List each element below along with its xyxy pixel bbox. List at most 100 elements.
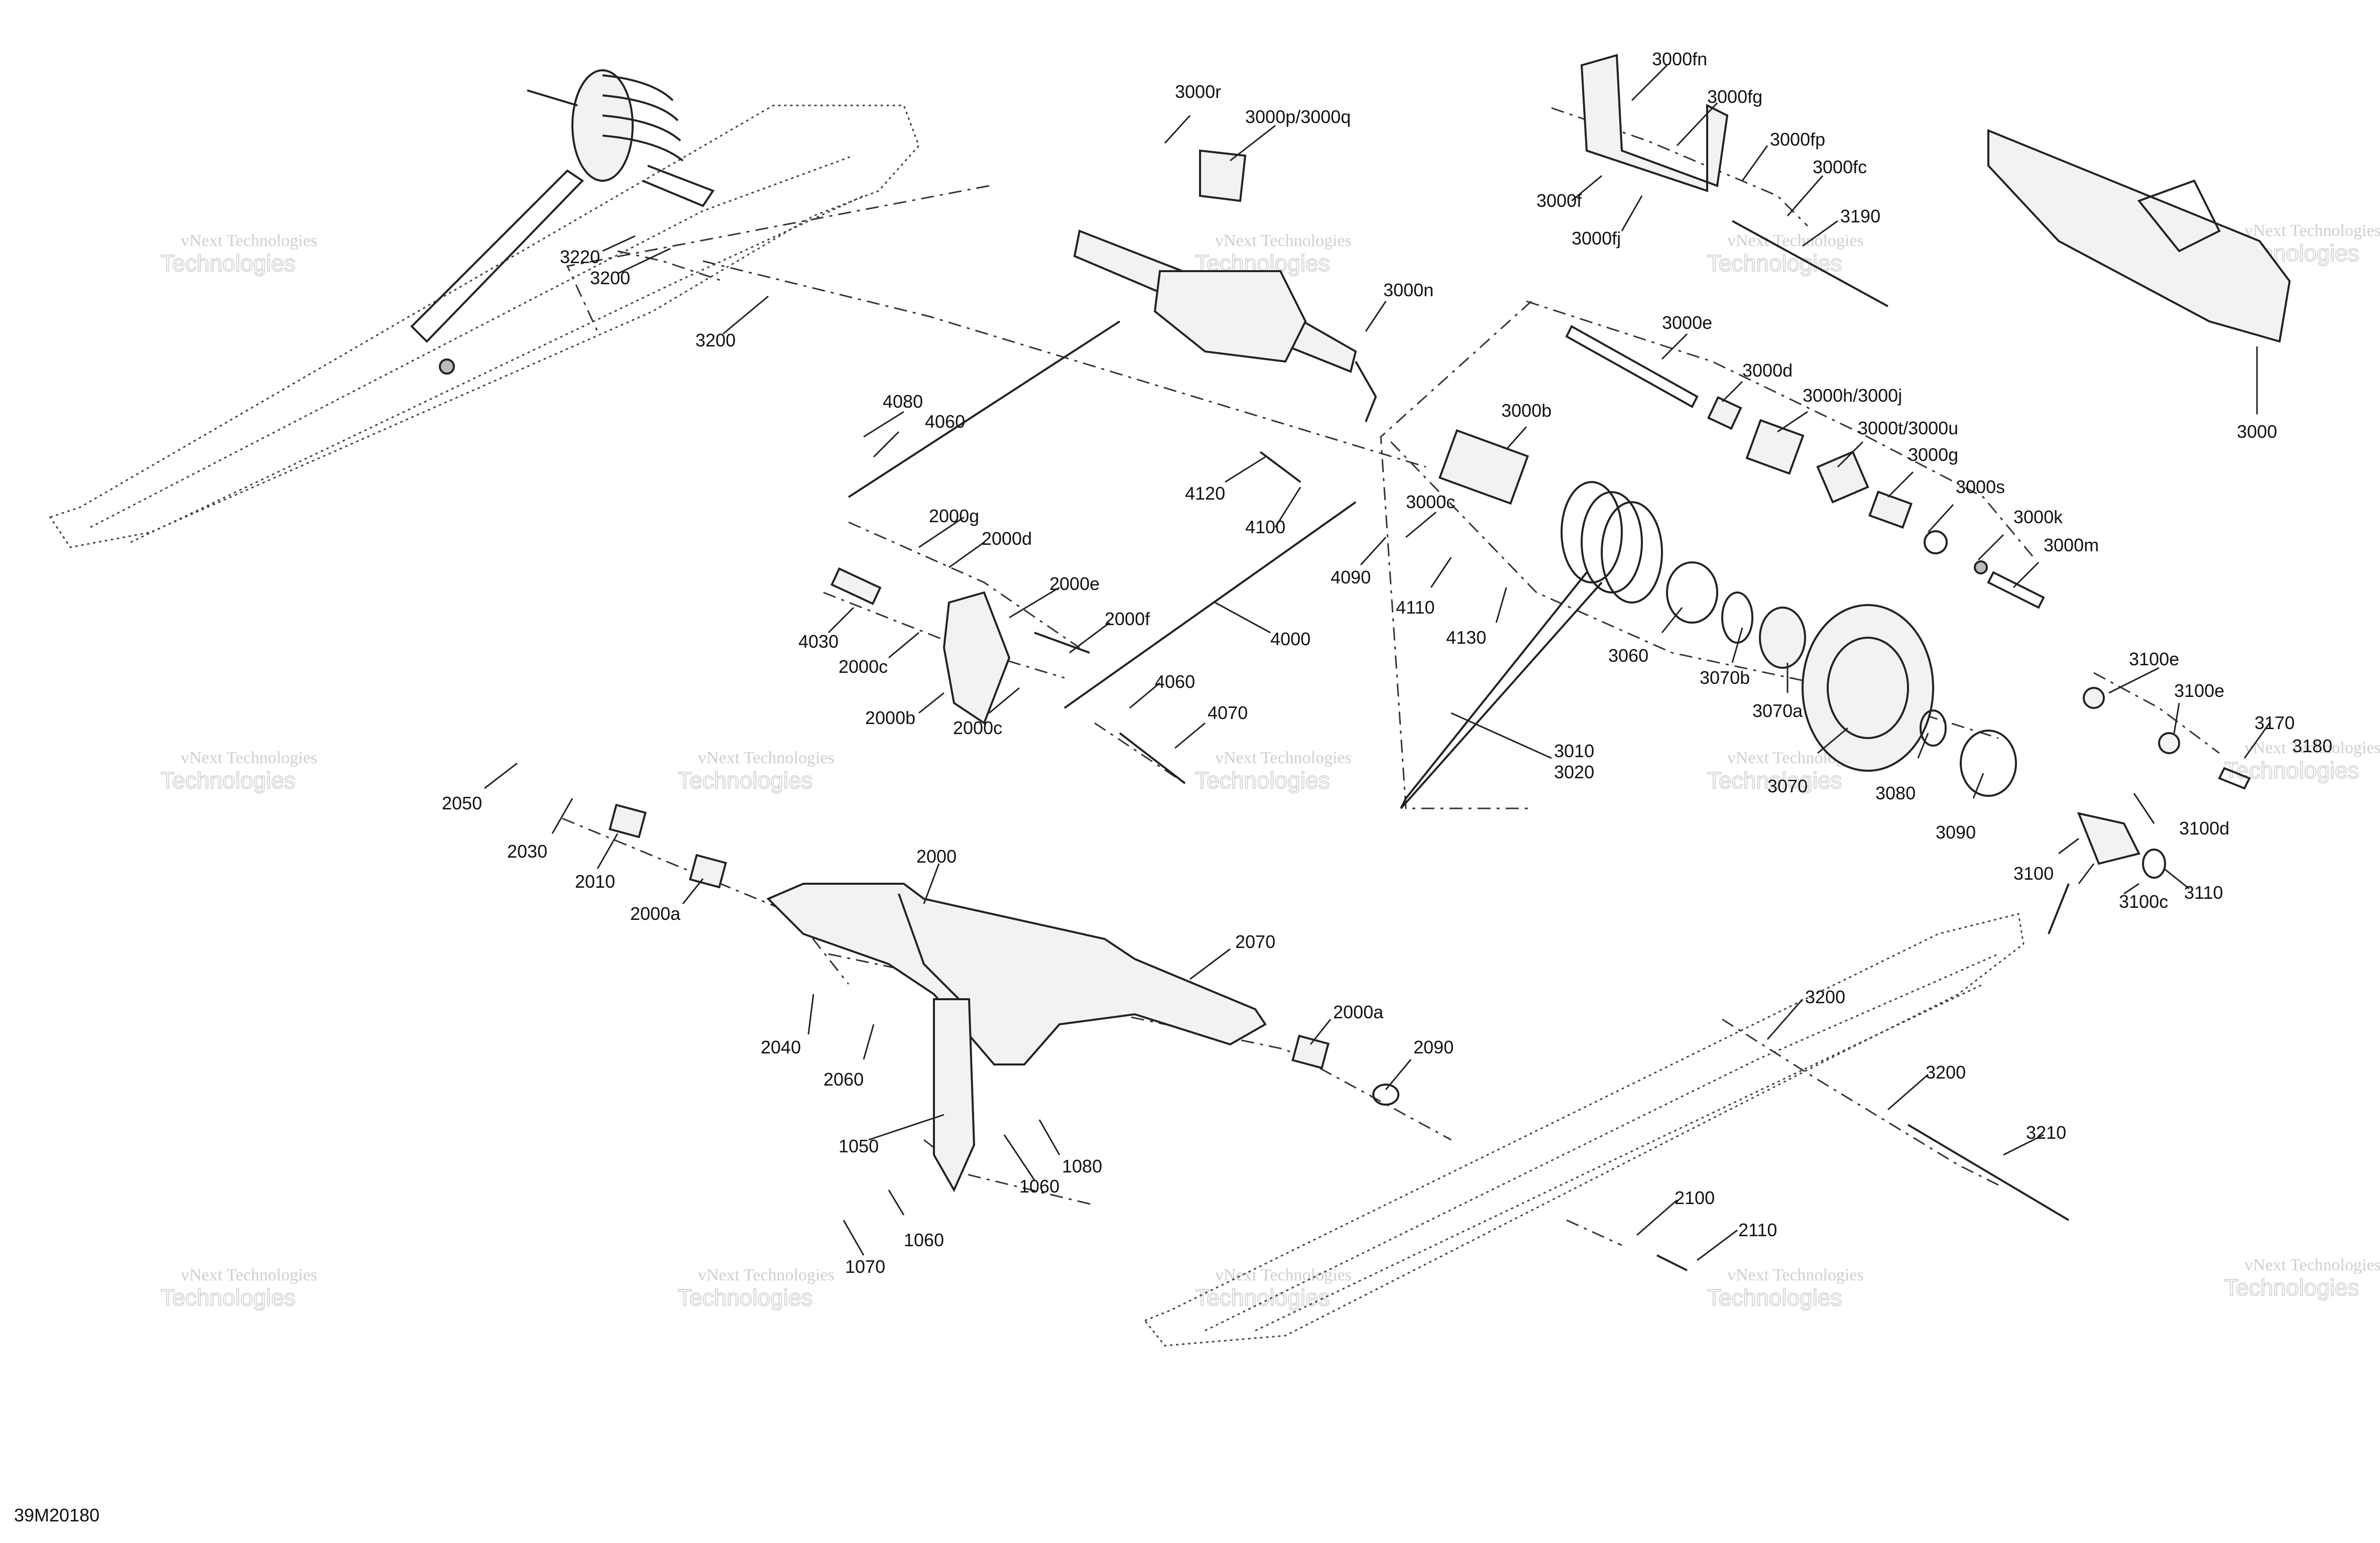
- watermark-text: vNext Technologies: [698, 749, 835, 767]
- watermark-text: vNext Technologies: [1215, 749, 1352, 767]
- watermark-text: vNext Technologies: [698, 1266, 835, 1284]
- callout-label: 3110: [2184, 882, 2223, 903]
- axis-line: [702, 260, 1426, 468]
- arm-2000b: [942, 591, 1011, 725]
- callout-label: 4060: [1155, 671, 1195, 692]
- leader-lines: [484, 64, 2271, 1261]
- watermark-text: vNext Technologies: [2244, 221, 2380, 240]
- axis-line: [562, 817, 850, 985]
- axis-line: [1566, 1219, 1622, 1246]
- callout-label: 2050: [442, 793, 482, 813]
- rod-3190: [1732, 220, 1888, 307]
- watermark-text: Technologies: [1707, 767, 1842, 793]
- spring-cup: [571, 69, 634, 182]
- arm-frame: [766, 883, 1267, 1065]
- watermark-text: Technologies: [2224, 757, 2359, 783]
- washer-3000k: [1974, 560, 1988, 574]
- callout-label: 1070: [845, 1256, 885, 1277]
- callout-label: 2000e: [1049, 573, 1100, 594]
- callout-label: 3000s: [1956, 477, 2005, 497]
- block-3100: [2077, 812, 2140, 865]
- wheel-3070: [1802, 604, 1934, 772]
- axis-line: [1094, 722, 1185, 784]
- callout-label: 1060: [904, 1230, 944, 1250]
- callout-label: 4000: [1270, 629, 1311, 649]
- watermark-text: vNext Technologies: [181, 1266, 317, 1284]
- callout-label: 3000t/3000u: [1858, 418, 1958, 438]
- callout-label: 2000a: [1333, 1002, 1384, 1022]
- axis-line: [566, 185, 990, 332]
- callout-label: 4070: [1208, 702, 1248, 723]
- watermark-text: vNext Technologies: [1727, 1266, 1864, 1284]
- callout-label: 4130: [1446, 627, 1486, 648]
- arm-frame-edge: [898, 893, 970, 1010]
- rail-edge: [130, 195, 864, 543]
- callout-label: 3000m: [2044, 535, 2099, 555]
- bracket-plate: [1580, 54, 1729, 192]
- callout-label: 3000d: [1742, 360, 1793, 381]
- callout-label: 2000b: [865, 707, 915, 728]
- axis-line: [1526, 300, 2035, 558]
- callout-label: 3000k: [2013, 507, 2063, 527]
- callout-label: 3180: [2292, 736, 2332, 756]
- callout-label: 3000e: [1662, 312, 1712, 333]
- figure-id: 39M20180: [14, 1505, 99, 1525]
- callout-label: 3100e: [2174, 680, 2224, 701]
- callout-label: 3000: [2237, 421, 2277, 442]
- callout-label: 1060: [1019, 1176, 1059, 1197]
- shaft-3000-bracket: [2137, 179, 2221, 253]
- assembly-axis-lines: [562, 107, 2220, 1246]
- callout-label: 2100: [1675, 1188, 1715, 1208]
- watermark-text: Technologies: [1195, 767, 1330, 793]
- watermark-text: Technologies: [161, 1284, 296, 1311]
- callout-label: 4110: [1396, 597, 1435, 618]
- callout-label: 3000r: [1175, 81, 1221, 102]
- callout-label: 3000p/3000q: [1245, 106, 1351, 127]
- bushing-2000a: [1291, 1034, 1330, 1070]
- rail-edge: [90, 155, 854, 528]
- callout-label: 3070b: [1700, 667, 1750, 688]
- ring-3110: [2142, 849, 2166, 879]
- shaft-assembly-3000: [1987, 129, 2291, 343]
- ring-3080: [1920, 709, 1947, 747]
- callout-label: 3170: [2254, 713, 2295, 733]
- callout-label: 4080: [883, 391, 923, 412]
- axis-line: [828, 953, 1452, 1141]
- watermark-text: Technologies: [161, 767, 296, 793]
- callout-label: 3000fn: [1652, 49, 1707, 69]
- callout-label: 3000f: [1536, 190, 1582, 211]
- callout-label: 3000fp: [1770, 129, 1825, 150]
- ring-3000s: [1924, 530, 1948, 554]
- callout-label: 2000g: [929, 506, 979, 526]
- callout-label: 3090: [1936, 822, 1976, 843]
- circlip-3070b: [1721, 591, 1753, 644]
- bolt-2000f: [1034, 632, 1090, 654]
- callout-label: 2090: [1413, 1037, 1454, 1057]
- watermark-text: Technologies: [1195, 1284, 1330, 1311]
- callout-label: 4030: [798, 631, 839, 652]
- part-3100e: [2158, 732, 2180, 754]
- callout-label: 3100: [2013, 863, 2054, 884]
- watermark-text: Technologies: [161, 250, 296, 276]
- rail-bolt: [439, 359, 455, 375]
- washer-3090: [1960, 730, 2017, 797]
- torsion-spring-3010: [1400, 481, 1663, 809]
- lower-right-rail: [1143, 913, 2070, 1347]
- bolt-3000m: [1987, 571, 2045, 609]
- watermark-text: vNext Technologies: [2244, 1256, 2380, 1274]
- shaft-3000: [1987, 129, 2291, 343]
- rail-outline: [1143, 913, 2025, 1347]
- callout-label: 4060: [925, 411, 965, 432]
- bearing-3070a: [1759, 607, 1806, 669]
- axis-line: [2093, 672, 2220, 754]
- idler-wheel-3070: [1666, 561, 2017, 797]
